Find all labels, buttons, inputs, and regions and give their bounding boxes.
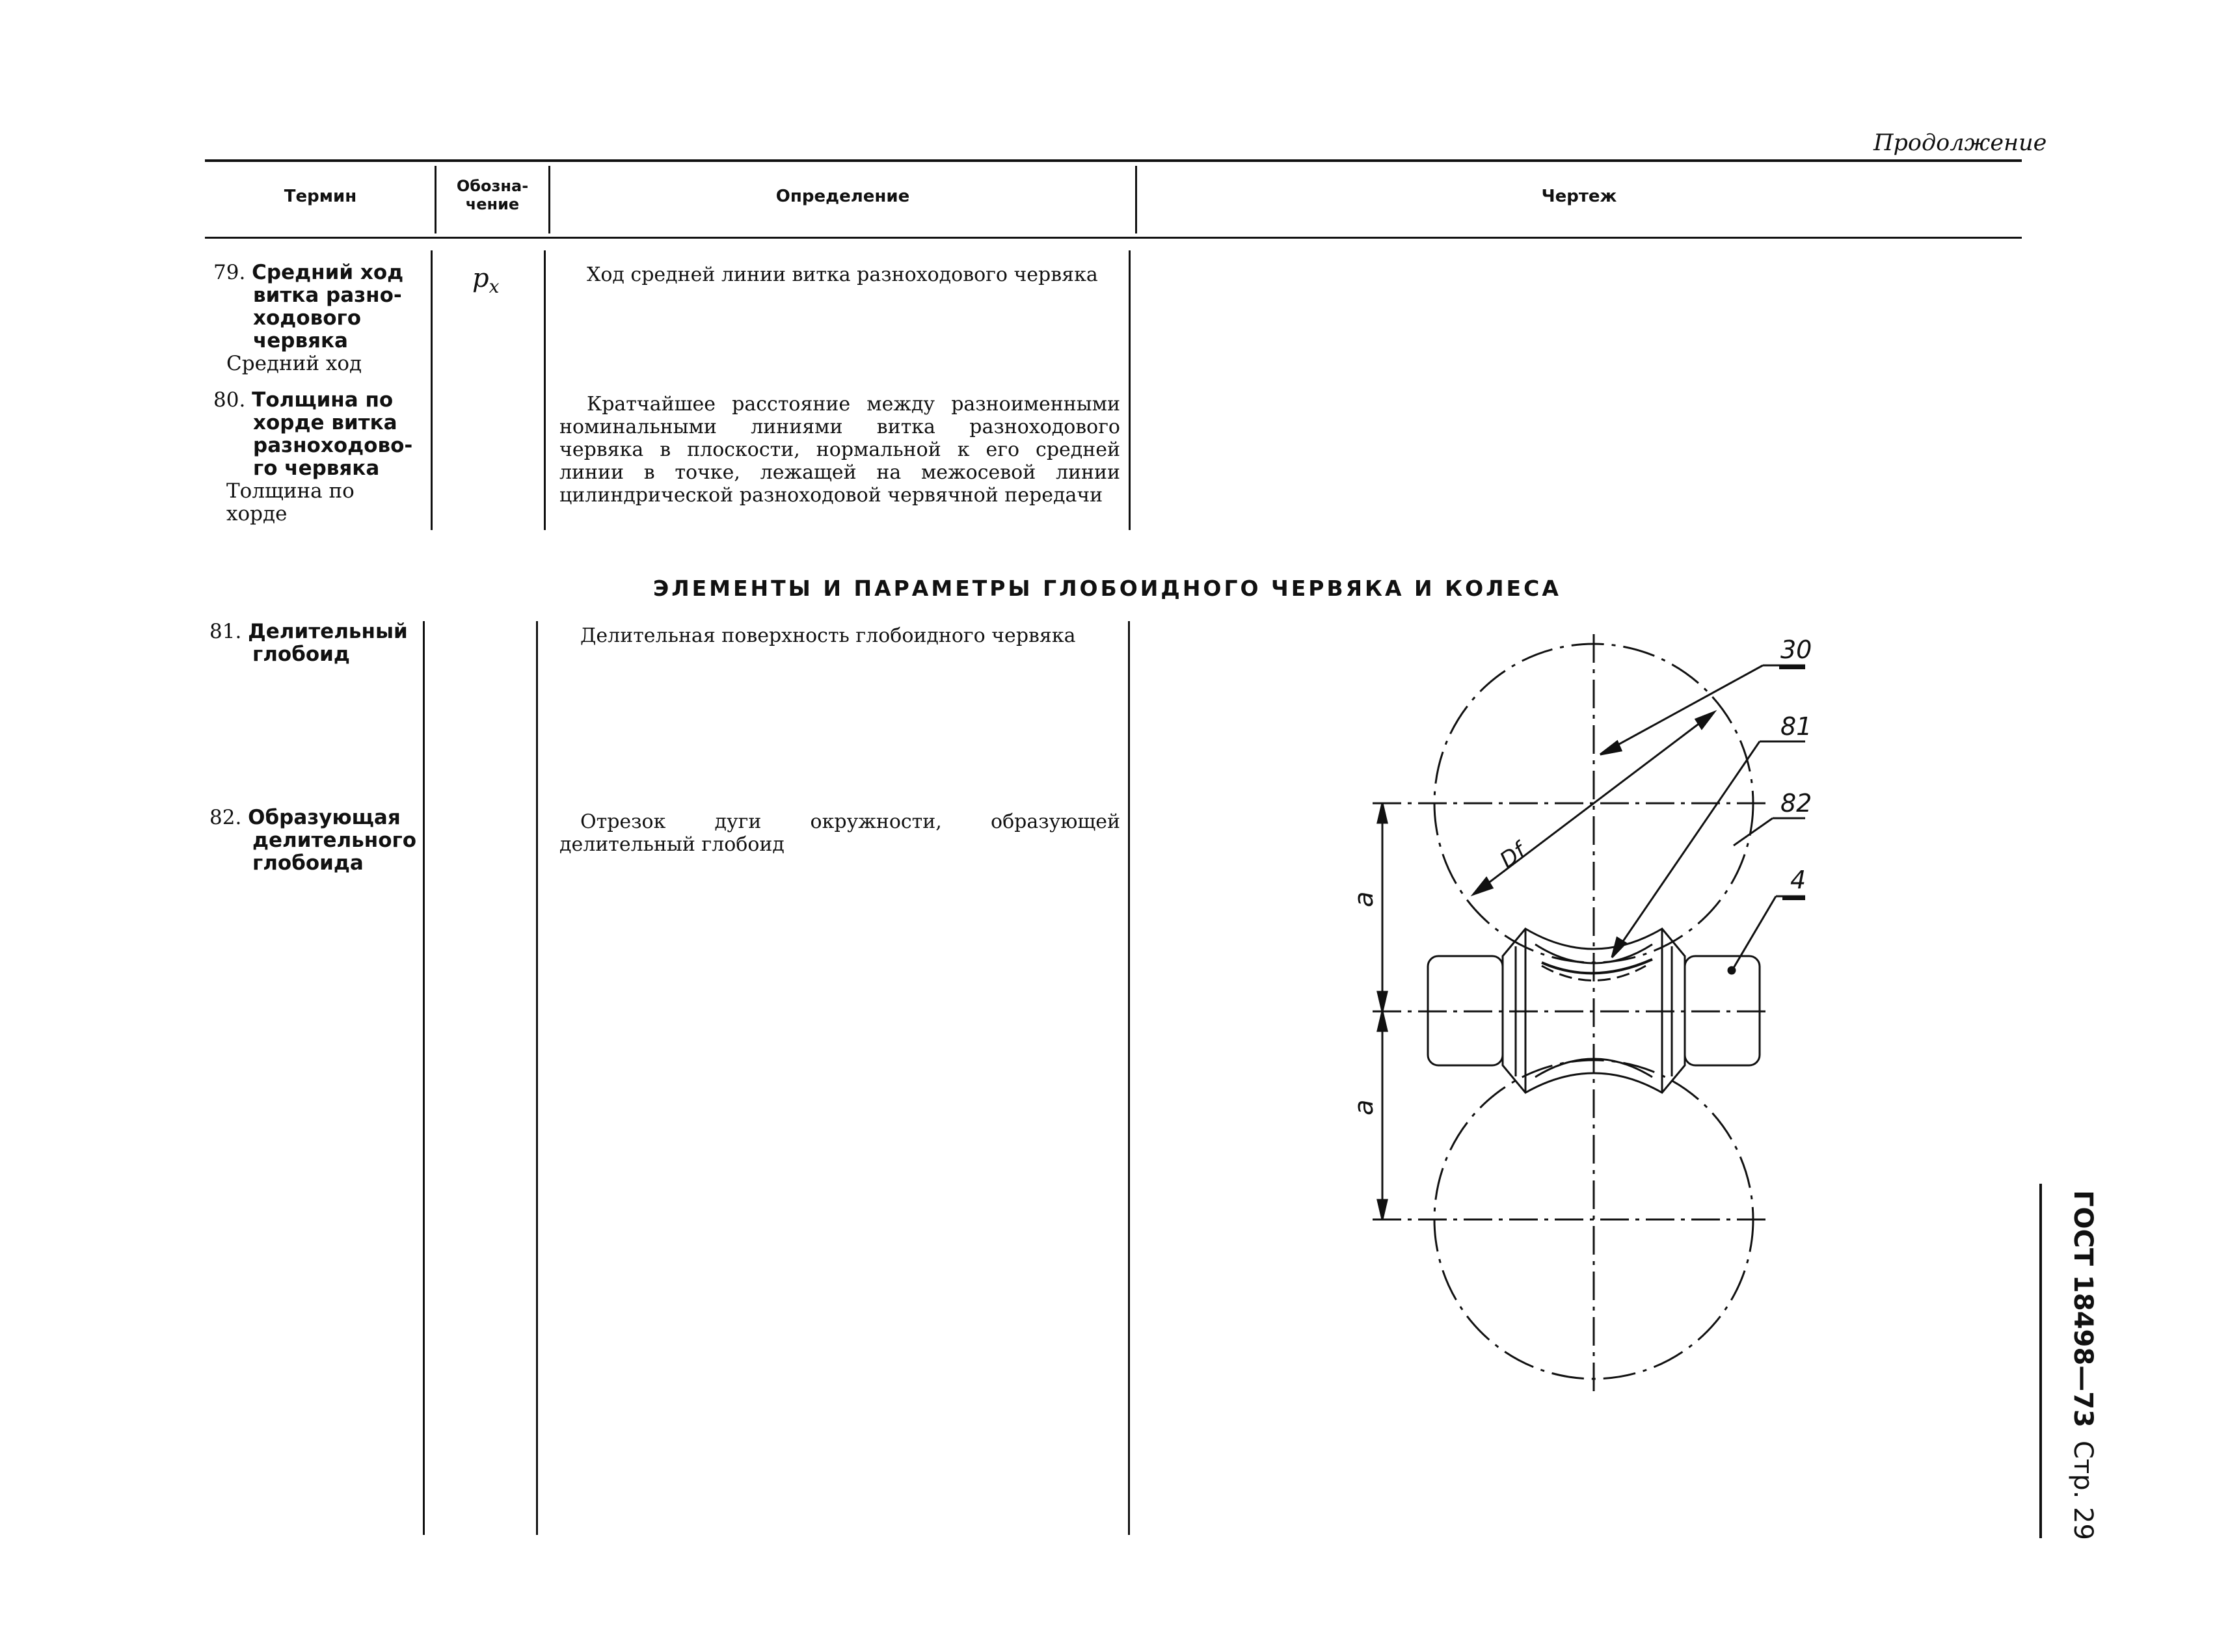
header-drawing: Чертеж <box>1541 187 1617 206</box>
definition-82: Отрезок дуги окружности, образующей дели… <box>559 810 1120 856</box>
label-a-top: a <box>1349 891 1379 907</box>
label-30: 30 <box>1780 635 1812 664</box>
body-sep-2b <box>536 621 538 1535</box>
side-rule <box>2039 1184 2042 1538</box>
term-81: 81. Делительный глобоид <box>209 620 408 666</box>
body-sep-2a <box>544 250 546 530</box>
term-80: 80. Толщина по хорде витка разноходово- … <box>213 388 413 526</box>
definition-79: Ход средней линии витка разноходового че… <box>587 263 1098 286</box>
label-df: Df <box>1495 836 1533 873</box>
header-sep-2 <box>548 166 550 233</box>
term-79: 79. Средний ход витка разно- ходового че… <box>213 261 404 375</box>
side-page-number: Стр. 29 <box>2068 1441 2098 1540</box>
definition-80: Кратчайшее расстояние между разноименным… <box>559 393 1120 507</box>
label-82: 82 <box>1780 789 1812 818</box>
body-sep-3b <box>1128 621 1130 1535</box>
header-symbol: Обозна-чение <box>456 177 529 213</box>
label-a-bottom: a <box>1349 1099 1379 1115</box>
globoid-worm-body <box>1501 927 1686 1094</box>
label-4: 4 <box>1790 866 1806 894</box>
bottom-wheel-circle <box>1433 1059 1754 1380</box>
header-term: Термин <box>284 187 357 206</box>
side-standard-code: ГОСТ 18498—73 <box>2068 1190 2098 1428</box>
symbol-px: px <box>472 263 500 297</box>
body-sep-1b <box>423 621 425 1535</box>
globoid-drawing: 30 81 82 4 Df a a <box>1349 634 1812 1392</box>
body-sep-1a <box>431 250 433 530</box>
label-81: 81 <box>1780 712 1812 741</box>
header-sep-1 <box>435 166 436 233</box>
section-title: ЭЛЕМЕНТЫ И ПАРАМЕТРЫ ГЛОБОИДНОГО ЧЕРВЯКА… <box>653 576 1561 601</box>
continuation-label: Продолжение <box>1873 130 2047 156</box>
header-sep-3 <box>1135 166 1137 233</box>
header-definition: Определение <box>775 187 910 206</box>
term-82: 82. Образующая делительного глобоида <box>209 806 416 875</box>
body-sep-3a <box>1129 250 1131 530</box>
definition-81: Делительная поверхность глобоидного черв… <box>580 624 1076 647</box>
df-diameter-line <box>1473 711 1715 896</box>
table-top-rule <box>205 159 2022 162</box>
table-header-rule <box>205 237 2022 239</box>
